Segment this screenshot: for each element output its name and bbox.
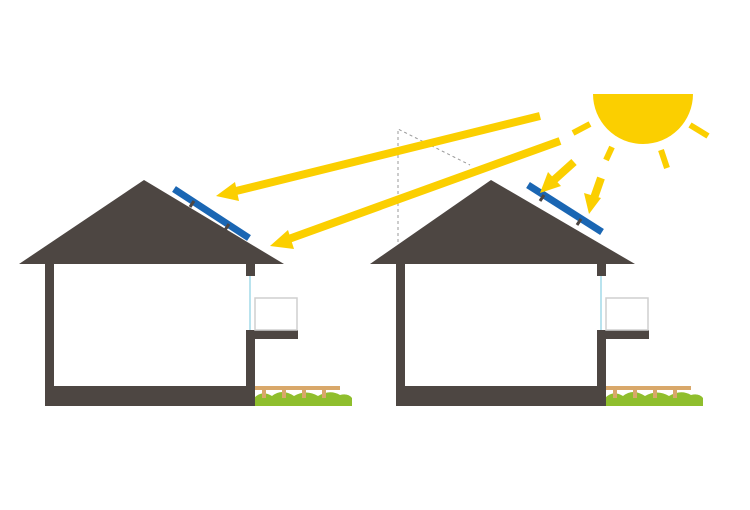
grass xyxy=(254,392,352,406)
house-wall-upper-right xyxy=(597,264,606,276)
roof xyxy=(370,180,635,264)
sunlight-arrow xyxy=(216,112,541,201)
house-right xyxy=(370,159,703,406)
sun-ray xyxy=(688,122,710,139)
balcony-railing xyxy=(605,297,649,331)
wooden-deck xyxy=(605,386,691,398)
sunlight-arrow xyxy=(270,137,562,249)
sunlight-arrow xyxy=(540,159,577,193)
house-floor xyxy=(45,386,255,406)
house-wall-left xyxy=(396,264,405,406)
wooden-deck xyxy=(254,386,340,398)
sun-icon xyxy=(571,94,710,169)
sun-ray xyxy=(571,121,592,136)
solar-panel-icon xyxy=(172,186,251,241)
balcony-slab xyxy=(246,330,298,339)
sun-angle-guide xyxy=(397,128,471,242)
balcony-railing xyxy=(254,297,298,331)
house-wall-left xyxy=(45,264,54,406)
sun-ray xyxy=(603,145,615,162)
sunlight-arrow xyxy=(584,176,605,214)
house-wall-lower-right xyxy=(246,330,255,406)
balcony-slab xyxy=(597,330,649,339)
house-left xyxy=(19,112,562,406)
sun-disc xyxy=(593,94,693,144)
sun-ray xyxy=(658,149,670,169)
house-floor xyxy=(396,386,606,406)
house-wall-lower-right xyxy=(597,330,606,406)
roof xyxy=(19,180,284,264)
house-wall-upper-right xyxy=(246,264,255,276)
grass xyxy=(605,392,703,406)
